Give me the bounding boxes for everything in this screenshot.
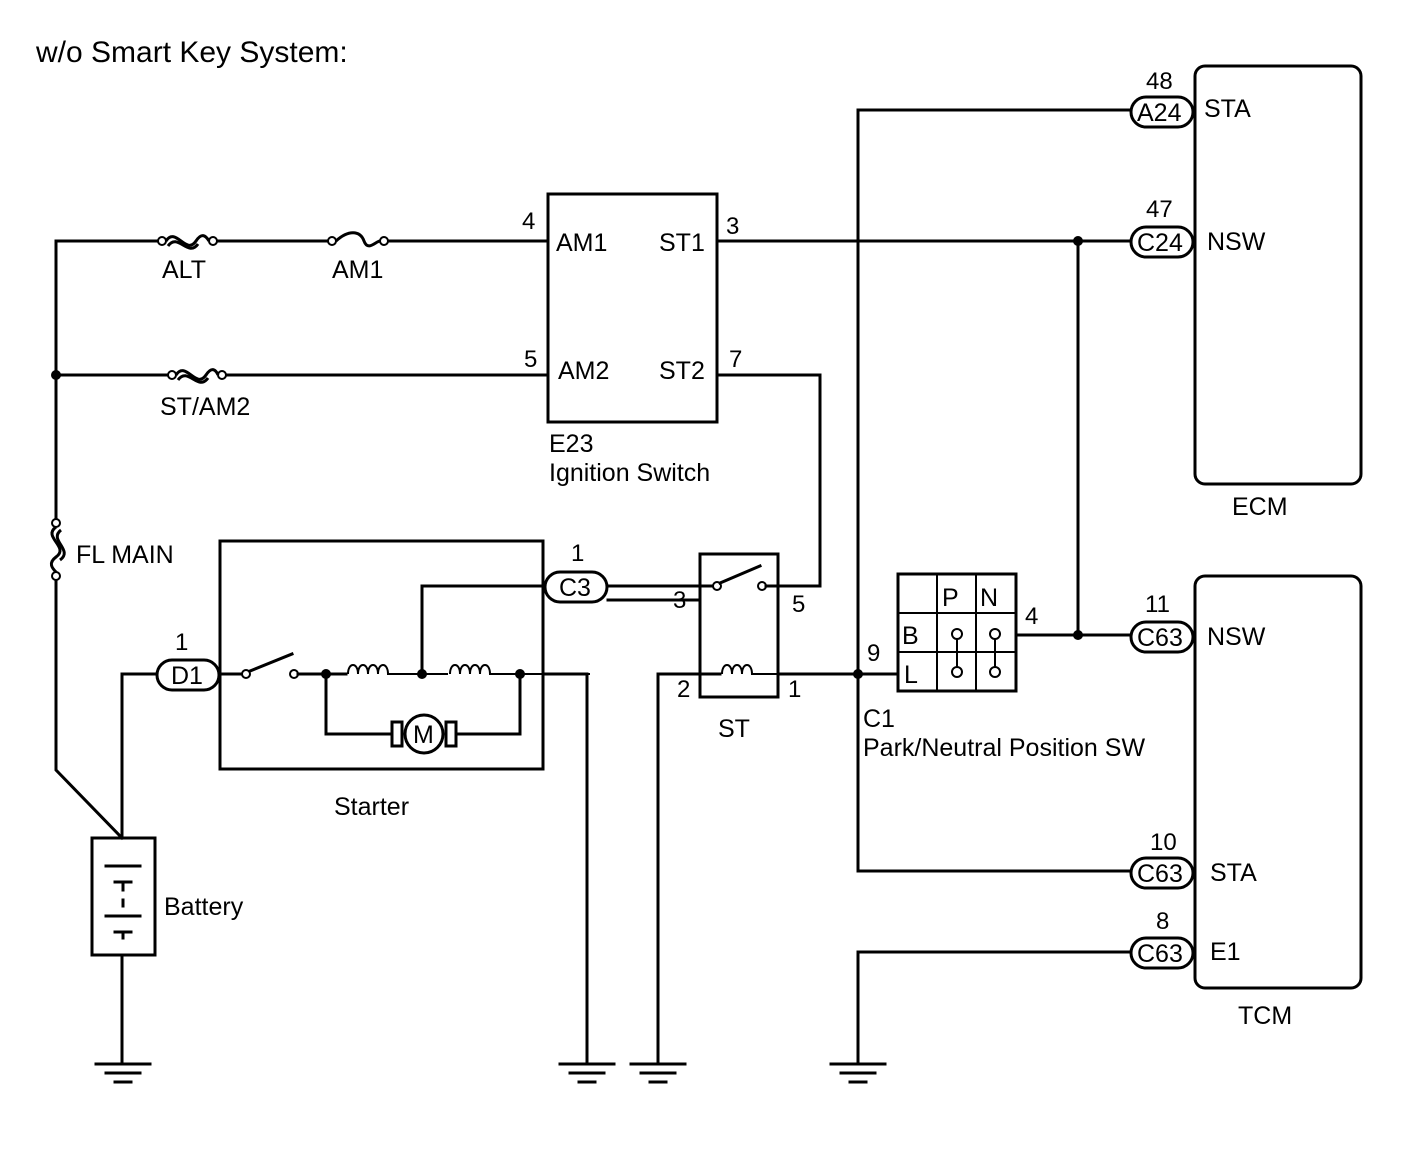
starter-box bbox=[218, 539, 545, 771]
junction-dot bbox=[515, 669, 525, 679]
am1-fuse bbox=[327, 231, 389, 248]
st-am2-fuse-label: ST/AM2 bbox=[160, 393, 250, 421]
ignition-switch-box bbox=[546, 192, 719, 424]
tcm-e1-connector-label: C63 bbox=[1137, 940, 1183, 968]
tcm-label: TCM bbox=[1238, 1002, 1292, 1030]
ignition-switch-name: Ignition Switch bbox=[549, 459, 710, 487]
starter-c3-connector bbox=[543, 570, 609, 604]
ecm-sta-label: STA bbox=[1204, 95, 1251, 123]
tcm-nsw-connector-label: C63 bbox=[1137, 624, 1183, 652]
starter-c3-pin: 1 bbox=[571, 540, 584, 567]
power-feed-wires bbox=[54, 239, 550, 841]
junction-dot bbox=[321, 669, 331, 679]
starter-motor-label: M bbox=[413, 721, 434, 749]
ecm-sta-connector bbox=[1129, 95, 1195, 129]
sta-vertical-wire bbox=[856, 108, 1134, 873]
ignition-am2-terminal: AM2 bbox=[558, 357, 609, 385]
tcm-sta-connector-label: C63 bbox=[1137, 860, 1183, 888]
alt-fuse-label: ALT bbox=[162, 256, 206, 284]
starter-label: Starter bbox=[334, 793, 409, 821]
ignition-pin-7: 7 bbox=[729, 346, 742, 373]
tcm-sta-pin: 10 bbox=[1150, 829, 1177, 856]
fl-main-fuse bbox=[49, 518, 66, 581]
pnp-l-label: L bbox=[904, 661, 918, 689]
tcm-e1-pin: 8 bbox=[1156, 908, 1169, 935]
ecm-nsw-connector-label: C24 bbox=[1137, 229, 1183, 257]
ignition-am1-terminal: AM1 bbox=[556, 229, 607, 257]
ecm-box bbox=[1193, 64, 1363, 486]
relay-pin-2: 2 bbox=[677, 676, 690, 703]
tcm-e1-ground-wire bbox=[856, 950, 1134, 1064]
ground-icon bbox=[94, 1062, 152, 1084]
ignition-pin-4: 4 bbox=[522, 208, 535, 235]
ecm-sta-connector-label: A24 bbox=[1137, 99, 1182, 127]
starter-d1-connector bbox=[155, 658, 221, 692]
tcm-e1-label: E1 bbox=[1210, 938, 1241, 966]
pnp-switch bbox=[896, 572, 1018, 693]
relay-pin-1: 1 bbox=[788, 676, 801, 703]
ground-icon bbox=[629, 1062, 687, 1084]
st-relay bbox=[606, 552, 780, 699]
tcm-e1-connector bbox=[1129, 936, 1195, 970]
ignition-pin-5: 5 bbox=[524, 346, 537, 373]
starter-d1-pin: 1 bbox=[175, 629, 188, 656]
ground-icon bbox=[558, 1062, 616, 1084]
pnp-pin-9: 9 bbox=[867, 640, 880, 667]
junction-dot bbox=[1073, 630, 1083, 640]
ecm-nsw-label: NSW bbox=[1207, 228, 1266, 256]
st2-to-relay-wire bbox=[715, 373, 822, 588]
ecm-nsw-connector bbox=[1129, 225, 1195, 259]
ecm-nsw-pin: 47 bbox=[1146, 196, 1173, 223]
tcm-nsw-label: NSW bbox=[1207, 623, 1266, 651]
battery-label: Battery bbox=[164, 893, 244, 921]
ecm-label: ECM bbox=[1232, 493, 1288, 521]
ecm-sta-pin: 48 bbox=[1146, 68, 1173, 95]
ignition-switch-code: E23 bbox=[549, 430, 593, 458]
relay-pin-3: 3 bbox=[673, 587, 686, 614]
fl-main-fuse-label: FL MAIN bbox=[76, 541, 174, 569]
tcm-sta-label: STA bbox=[1210, 859, 1257, 887]
tcm-nsw-pin: 11 bbox=[1145, 591, 1170, 618]
starter-internals bbox=[216, 584, 590, 755]
tcm-sta-connector bbox=[1129, 856, 1195, 890]
diagram-title: w/o Smart Key System: bbox=[35, 36, 348, 69]
starter-d1-connector-label: D1 bbox=[171, 662, 203, 690]
junction-dot bbox=[853, 669, 863, 679]
ignition-st2-terminal: ST2 bbox=[659, 357, 705, 385]
st-am2-fuse bbox=[167, 368, 227, 384]
am1-fuse-label: AM1 bbox=[332, 256, 383, 284]
pnp-switch-code: C1 bbox=[863, 705, 895, 733]
battery-symbol bbox=[90, 836, 157, 1064]
pnp-b-label: B bbox=[902, 622, 919, 650]
alt-fuse bbox=[157, 234, 218, 250]
pnp-n-label: N bbox=[980, 584, 998, 612]
junction-dot bbox=[51, 370, 61, 380]
pnp-pin-4: 4 bbox=[1025, 603, 1038, 630]
tcm-nsw-connector bbox=[1129, 620, 1195, 654]
relay-pin-5: 5 bbox=[792, 591, 805, 618]
ignition-st1-terminal: ST1 bbox=[659, 229, 705, 257]
ground-icon bbox=[829, 1062, 887, 1084]
ignition-pin-3: 3 bbox=[726, 213, 739, 240]
relay-label: ST bbox=[718, 715, 750, 743]
pnp-p-label: P bbox=[942, 584, 959, 612]
starter-c3-connector-label: C3 bbox=[559, 574, 591, 602]
tcm-box bbox=[1193, 574, 1363, 990]
starter-ground-wire bbox=[541, 672, 589, 1064]
battery-to-d1-wire bbox=[120, 672, 160, 840]
pnp-switch-name: Park/Neutral Position SW bbox=[863, 734, 1145, 762]
junction-dot bbox=[417, 669, 427, 679]
